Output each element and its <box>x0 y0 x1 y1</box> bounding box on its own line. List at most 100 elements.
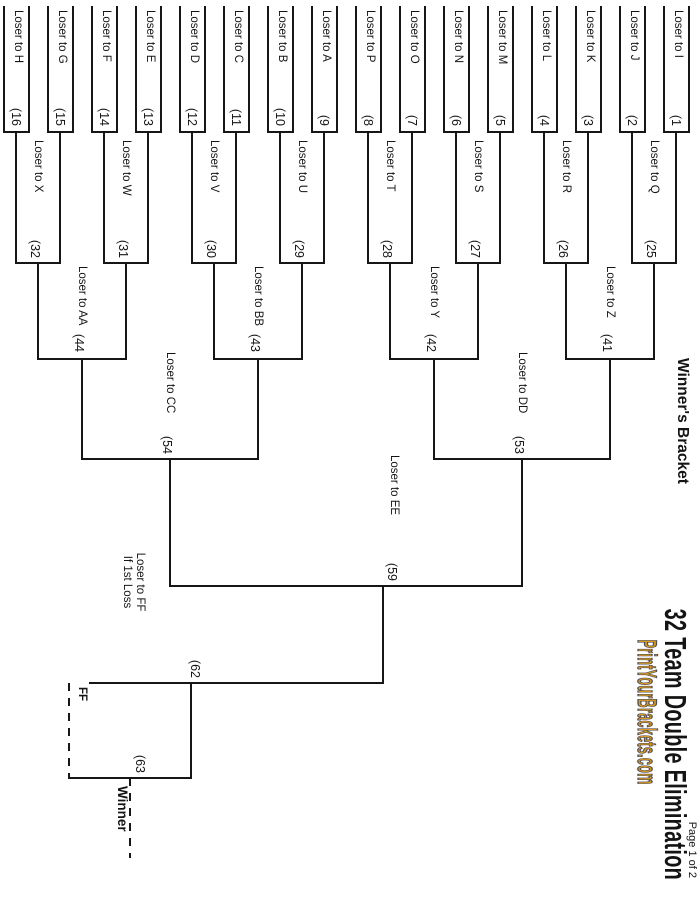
team-line <box>531 6 533 131</box>
game-number: (25 <box>644 239 659 258</box>
winner-line <box>125 262 128 358</box>
team-line <box>380 6 382 131</box>
loser-to-label: Loser to L <box>540 10 553 62</box>
team-line <box>248 6 250 131</box>
loser-to-label: Loser to Z <box>604 266 617 318</box>
loser-to-label: Loser to F <box>100 10 113 62</box>
game-number: (15 <box>53 107 68 126</box>
game-number: (1 <box>669 114 684 126</box>
game-number: (62 <box>188 659 202 678</box>
ff-dashed-line <box>68 683 70 777</box>
team-line <box>28 6 30 131</box>
team-line <box>292 6 294 131</box>
team-line <box>72 6 74 131</box>
game-number: (53 <box>512 435 527 454</box>
game-number: (4 <box>537 114 552 126</box>
game-number: (11 <box>229 108 244 126</box>
team-line <box>688 6 690 131</box>
team-line <box>135 6 137 131</box>
game-number: (2 <box>625 114 640 126</box>
ff-label: FF <box>76 687 88 702</box>
winner-line <box>609 358 612 458</box>
winner-line <box>477 262 480 358</box>
loser-to-label: Loser to I <box>672 10 685 58</box>
winner-line <box>433 358 436 458</box>
winner-line <box>455 131 458 262</box>
winner-line <box>389 262 392 358</box>
team-line <box>355 6 357 131</box>
game-number: (27 <box>468 239 483 258</box>
team-line <box>179 6 181 131</box>
game-number: (28 <box>380 239 395 258</box>
team-line <box>267 6 269 131</box>
game-number: (63 <box>133 754 147 773</box>
winner-line <box>653 262 656 358</box>
winner-line <box>382 585 384 682</box>
winner-line <box>499 131 502 262</box>
loser-to-label: Loser to A <box>320 10 333 62</box>
team-line <box>3 6 5 131</box>
team-line <box>336 6 338 131</box>
winner-line <box>37 262 40 358</box>
final-note: If 1st Loss <box>121 555 133 609</box>
winner-line <box>213 262 216 358</box>
loser-to-label: Loser to M <box>496 10 509 65</box>
team-line <box>116 6 118 131</box>
brand-watermark: PrintYourBrackets.com <box>632 639 663 786</box>
loser-to-label: Loser to V <box>208 140 221 193</box>
team-line <box>600 6 602 131</box>
team-line <box>487 6 489 131</box>
game-number: (7 <box>405 114 420 126</box>
loser-to-label: Loser to U <box>296 140 309 194</box>
loser-to-label: Loser to EE <box>388 455 400 516</box>
loser-to-label: Loser to T <box>384 140 397 192</box>
game-number: (59 <box>385 562 399 581</box>
loser-to-label: Loser to S <box>472 140 485 193</box>
loser-to-label: Loser to N <box>452 10 465 64</box>
team-line <box>575 6 577 131</box>
game-number: (14 <box>97 107 112 126</box>
winner-line <box>81 358 84 458</box>
final-note: Loser to FF <box>134 552 146 612</box>
winner-line <box>147 131 150 262</box>
winner-line <box>190 682 192 777</box>
team-line <box>644 6 646 131</box>
game-number: (16 <box>9 107 24 126</box>
winner-line <box>235 131 238 262</box>
loser-to-label: Loser to W <box>120 140 133 196</box>
game-number: (12 <box>185 107 200 126</box>
team-line <box>512 6 514 131</box>
winner-line <box>169 458 172 585</box>
winner-line <box>631 131 634 262</box>
team-line <box>663 6 665 131</box>
loser-to-label: Loser to DD <box>516 352 529 414</box>
game-number: (8 <box>361 114 376 126</box>
winner-line <box>367 131 370 262</box>
game-number: (13 <box>141 107 156 126</box>
loser-to-label: Loser to E <box>144 10 157 63</box>
winner-line <box>565 262 568 358</box>
loser-to-label: Loser to B <box>276 10 289 63</box>
game-number: (9 <box>317 114 332 126</box>
game-number: (29 <box>292 239 307 258</box>
game-number: (32 <box>28 239 43 258</box>
winner-line <box>59 131 62 262</box>
game-number: (44 <box>72 333 87 352</box>
round5-connector <box>169 585 524 587</box>
loser-to-label: Loser to CC <box>164 352 177 414</box>
loser-to-label: Loser to X <box>32 140 45 193</box>
team-line <box>223 6 225 131</box>
game-number: (42 <box>424 333 439 352</box>
team-line <box>91 6 93 131</box>
loser-to-label: Loser to H <box>12 10 25 64</box>
team-line <box>160 6 162 131</box>
loser-to-label: Loser to P <box>364 10 377 63</box>
game-number: (5 <box>493 114 508 126</box>
winner-label: Winner <box>115 786 130 832</box>
winner-line <box>675 131 678 262</box>
team-line <box>311 6 313 131</box>
team-line <box>399 6 401 131</box>
team-line <box>424 6 426 131</box>
page-title: 32 Team Double Elimination <box>658 608 693 880</box>
